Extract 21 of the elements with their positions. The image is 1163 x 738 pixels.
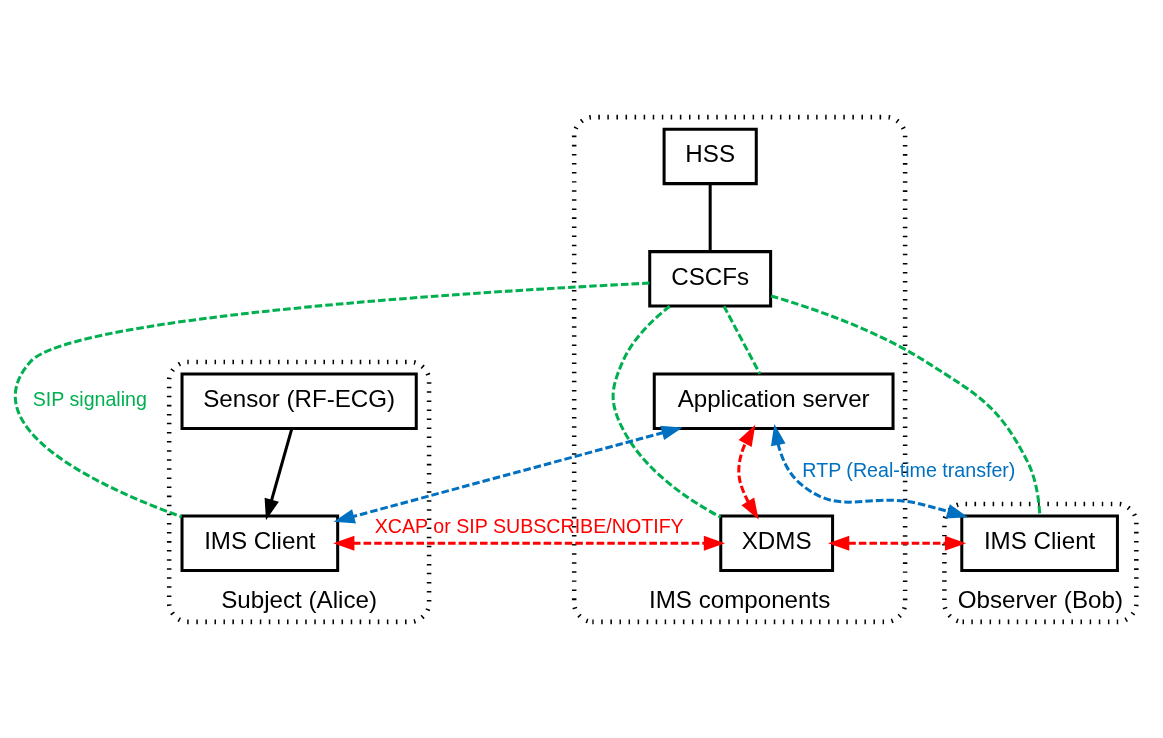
connector	[708, 183, 712, 251]
arrow	[828, 535, 967, 551]
arrow	[333, 425, 683, 523]
edge-label: RTP (Real-time transfer)	[802, 458, 1016, 481]
connector	[14, 281, 650, 518]
node-box: IMS Client	[180, 514, 340, 572]
arrow	[770, 423, 968, 518]
arrow	[264, 427, 294, 520]
node-box: Sensor (RF-ECG)	[180, 372, 418, 430]
edge-label: SIP signaling	[32, 387, 147, 410]
node-box: XDMS	[719, 514, 835, 572]
node-box: CSCFs	[648, 249, 773, 308]
edge-label: XCAP or SIP SUBSCRIBE/NOTIFY	[374, 514, 684, 537]
connector	[611, 304, 722, 518]
node-box: Application server	[652, 372, 895, 430]
connector	[722, 305, 762, 375]
node-box: HSS	[662, 127, 758, 185]
node-box: IMS Client	[960, 514, 1119, 572]
connector	[770, 294, 1042, 516]
arrow	[333, 535, 726, 551]
arrow	[737, 424, 759, 520]
